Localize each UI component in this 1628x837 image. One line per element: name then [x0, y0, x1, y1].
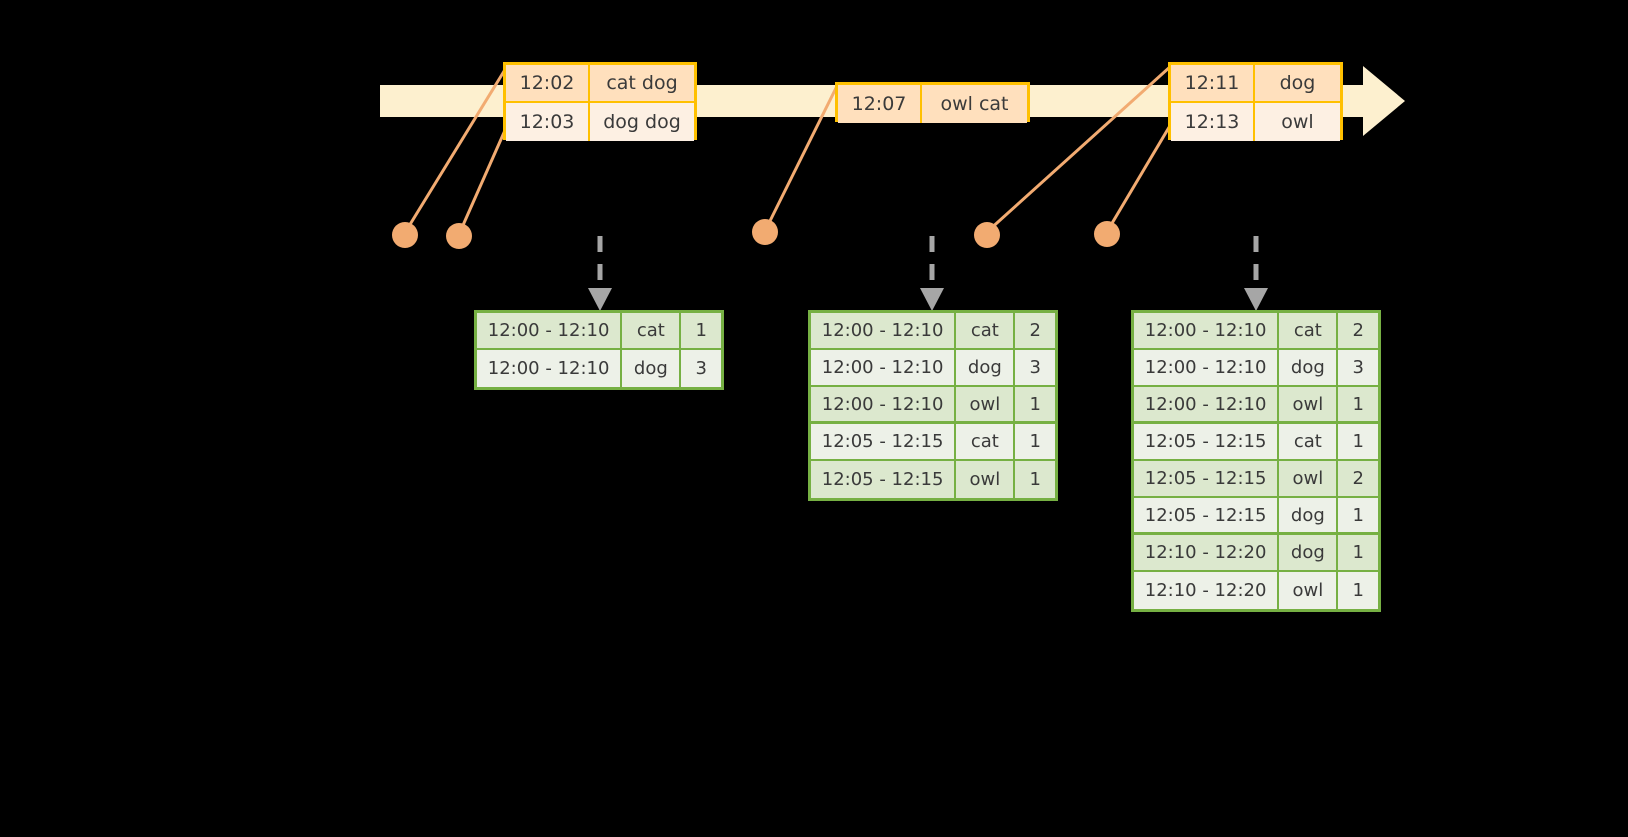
timeline-event-group-1[interactable]: 12:02 cat dog 12:03 dog dog — [503, 62, 697, 141]
key-cell: owl — [956, 461, 1016, 498]
key-cell: owl — [1279, 572, 1339, 609]
table-row[interactable]: 12:00 - 12:10 dog 3 — [1134, 350, 1378, 387]
timeline-event-group-2[interactable]: 12:07 owl cat — [835, 82, 1030, 123]
table-row[interactable]: 12:05 - 12:15 cat 1 — [811, 424, 1055, 461]
window-cell: 12:05 - 12:15 — [1134, 424, 1280, 459]
event-dot-4 — [974, 222, 1000, 248]
event-dots — [392, 219, 1120, 249]
key-cell: dog — [956, 350, 1016, 385]
count-cell: 1 — [1029, 393, 1041, 415]
connector-line-3 — [764, 83, 840, 230]
window-cell: 12:00 - 12:10 — [1134, 387, 1280, 421]
key-cell: dog — [1279, 498, 1339, 532]
dashed-arrow-heads — [588, 288, 1268, 311]
result-table-2[interactable]: 12:00 - 12:10 cat 2 12:00 - 12:10 dog 3 … — [808, 310, 1058, 501]
count-cell: 1 — [1352, 580, 1364, 601]
table-row[interactable]: 12:00 - 12:10 dog 3 — [811, 350, 1055, 387]
key-cell: cat — [622, 313, 682, 348]
key-cell: owl — [956, 387, 1016, 421]
timeline-event-group-3[interactable]: 12:11 dog 12:13 owl — [1168, 62, 1343, 141]
window-cell: 12:05 - 12:15 — [1134, 498, 1280, 532]
event-time: 12:02 — [506, 65, 590, 101]
window-cell: 12:00 - 12:10 — [811, 350, 957, 385]
count-cell: 1 — [695, 320, 707, 341]
window-cell: 12:00 - 12:10 — [477, 350, 623, 387]
connector-line-4 — [986, 64, 1173, 233]
event-time: 12:11 — [1171, 65, 1255, 101]
event-time: 12:03 — [506, 103, 590, 141]
connector-line-2 — [458, 127, 508, 233]
key-cell: cat — [956, 313, 1016, 348]
timeline-event-row[interactable]: 12:13 owl — [1171, 103, 1340, 141]
dashed-arrow-head-1 — [588, 288, 612, 311]
result-table-1[interactable]: 12:00 - 12:10 cat 1 12:00 - 12:10 dog 3 — [474, 310, 724, 390]
connector-line-1 — [404, 67, 508, 232]
key-cell: cat — [1279, 424, 1339, 459]
event-time: 12:13 — [1171, 103, 1255, 141]
count-cell: 3 — [1352, 357, 1364, 378]
key-cell: cat — [956, 424, 1016, 459]
window-cell: 12:00 - 12:10 — [1134, 313, 1280, 348]
window-cell: 12:10 - 12:20 — [1134, 572, 1280, 609]
count-cell: 1 — [1029, 431, 1041, 452]
dashed-arrows — [597, 236, 1259, 290]
connector-line-5 — [1106, 123, 1173, 231]
event-time: 12:07 — [838, 85, 922, 123]
table-row[interactable]: 12:00 - 12:10 cat 2 — [1134, 313, 1378, 350]
table-row[interactable]: 12:05 - 12:15 dog 1 — [1134, 498, 1378, 535]
table-row[interactable]: 12:00 - 12:10 cat 1 — [477, 313, 721, 350]
timeline-event-row[interactable]: 12:03 dog dog — [506, 103, 694, 141]
event-words: cat dog — [606, 72, 678, 94]
window-cell: 12:05 - 12:15 — [811, 424, 957, 459]
table-row[interactable]: 12:05 - 12:15 cat 1 — [1134, 424, 1378, 461]
window-cell: 12:05 - 12:15 — [1134, 461, 1280, 496]
table-row[interactable]: 12:00 - 12:10 dog 3 — [477, 350, 721, 387]
count-cell: 3 — [1029, 357, 1041, 378]
count-cell: 1 — [1352, 393, 1364, 415]
dashed-arrow-head-2 — [920, 288, 944, 311]
event-dot-2 — [446, 223, 472, 249]
count-cell: 1 — [1352, 542, 1364, 563]
timeline-event-row[interactable]: 12:07 owl cat — [838, 85, 1027, 123]
table-row[interactable]: 12:05 - 12:15 owl 1 — [811, 461, 1055, 498]
key-cell: owl — [1279, 461, 1339, 496]
key-cell: dog — [622, 350, 682, 387]
window-cell: 12:00 - 12:10 — [477, 313, 623, 348]
event-words: owl cat — [940, 93, 1009, 115]
key-cell: dog — [1279, 535, 1339, 570]
table-row[interactable]: 12:00 - 12:10 owl 1 — [1134, 387, 1378, 424]
count-cell: 2 — [1029, 320, 1041, 341]
dashed-arrow-head-3 — [1244, 288, 1268, 311]
timeline-event-row[interactable]: 12:02 cat dog — [506, 65, 694, 103]
table-row[interactable]: 12:00 - 12:10 owl 1 — [811, 387, 1055, 424]
count-cell: 3 — [695, 358, 707, 379]
window-cell: 12:05 - 12:15 — [811, 461, 957, 498]
event-words: dog — [1279, 72, 1316, 94]
key-cell: owl — [1279, 387, 1339, 421]
table-row[interactable]: 12:10 - 12:20 dog 1 — [1134, 535, 1378, 572]
event-dot-3 — [752, 219, 778, 245]
event-words: owl — [1281, 111, 1314, 133]
key-cell: cat — [1279, 313, 1339, 348]
count-cell: 2 — [1352, 468, 1364, 489]
connector-lines — [404, 64, 1173, 233]
key-cell: dog — [1279, 350, 1339, 385]
event-words: dog dog — [603, 111, 681, 133]
count-cell: 1 — [1029, 469, 1041, 490]
table-row[interactable]: 12:00 - 12:10 cat 2 — [811, 313, 1055, 350]
timeline-event-row[interactable]: 12:11 dog — [1171, 65, 1340, 103]
window-cell: 12:00 - 12:10 — [811, 313, 957, 348]
window-cell: 12:10 - 12:20 — [1134, 535, 1280, 570]
result-table-3[interactable]: 12:00 - 12:10 cat 2 12:00 - 12:10 dog 3 … — [1131, 310, 1381, 612]
count-cell: 1 — [1352, 504, 1364, 526]
table-row[interactable]: 12:10 - 12:20 owl 1 — [1134, 572, 1378, 609]
window-cell: 12:00 - 12:10 — [811, 387, 957, 421]
count-cell: 2 — [1352, 320, 1364, 341]
table-row[interactable]: 12:05 - 12:15 owl 2 — [1134, 461, 1378, 498]
count-cell: 1 — [1352, 431, 1364, 452]
window-cell: 12:00 - 12:10 — [1134, 350, 1280, 385]
event-dot-5 — [1094, 221, 1120, 247]
event-dot-1 — [392, 222, 418, 248]
